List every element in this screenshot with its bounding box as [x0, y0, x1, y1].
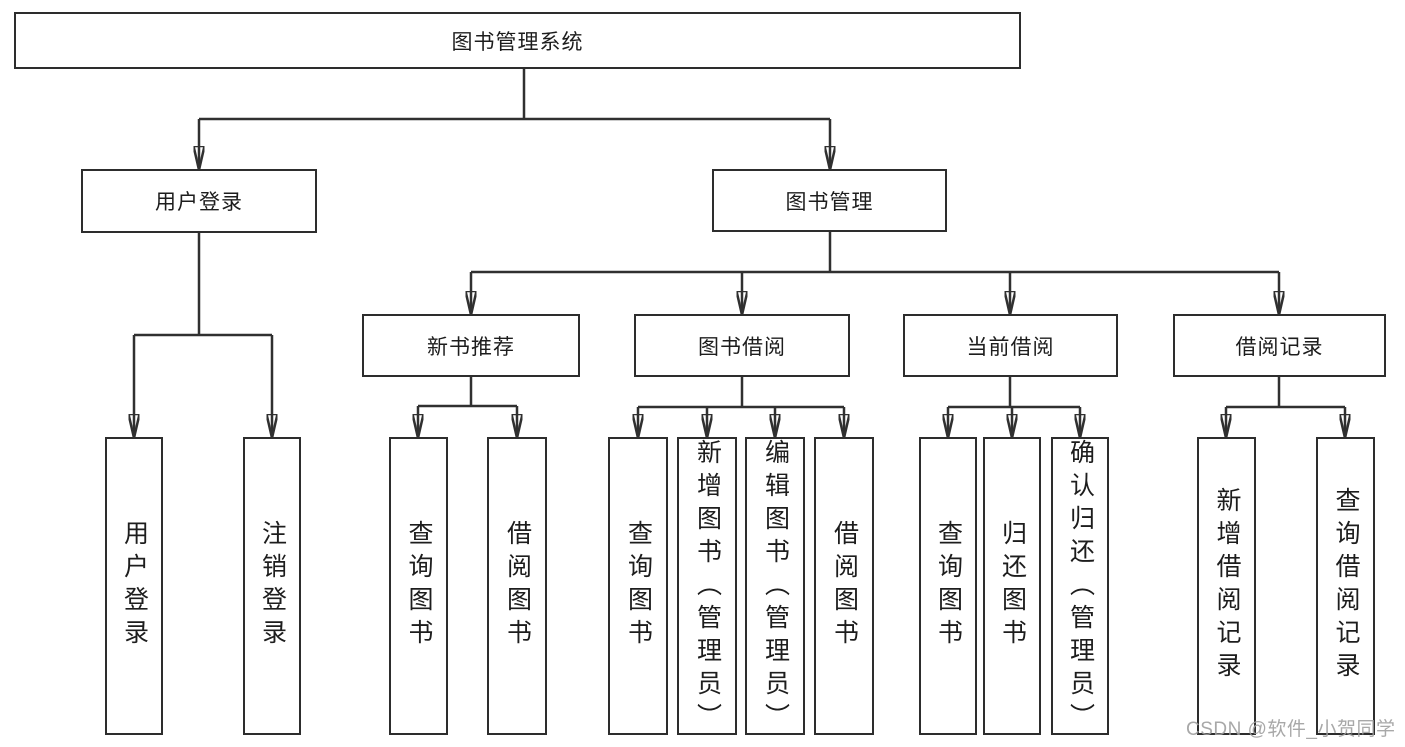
node-book-borrow: 图书借阅	[634, 314, 850, 377]
leaf-query-books: 查询图书	[919, 437, 977, 735]
leaf-add-books-admin: 新增图书（管理员）	[677, 437, 737, 736]
connector-bookmgmt-to-level3	[471, 232, 1279, 314]
connector-bookborrow-to-leaves	[638, 377, 844, 437]
leaf-query-books: 查询图书	[389, 437, 448, 735]
connector-root-to-level2	[199, 69, 830, 169]
connector-borrowrecord-to-leaves	[1226, 377, 1345, 437]
connector-userlogin-to-leaves	[134, 233, 272, 437]
connector-currentborrow-to-leaves	[948, 377, 1080, 437]
node-book-management: 图书管理	[712, 169, 947, 232]
leaf-logout: 注销登录	[243, 437, 301, 735]
leaf-borrow-books: 借阅图书	[814, 437, 874, 735]
node-user-login: 用户登录	[81, 169, 317, 233]
leaf-add-borrow-record: 新增借阅记录	[1197, 437, 1256, 735]
leaf-query-borrow-record: 查询借阅记录	[1316, 437, 1375, 735]
leaf-user-login: 用户登录	[105, 437, 163, 735]
node-library-system: 图书管理系统	[14, 12, 1021, 69]
node-new-book-recommend: 新书推荐	[362, 314, 580, 377]
node-current-borrow: 当前借阅	[903, 314, 1118, 377]
node-borrow-record: 借阅记录	[1173, 314, 1386, 377]
leaf-return-books: 归还图书	[983, 437, 1041, 735]
watermark: CSDN @软件_小贺同学	[1186, 719, 1396, 740]
leaf-confirm-return-admin: 确认归还（管理员）	[1051, 437, 1109, 736]
leaf-edit-books-admin: 编辑图书（管理员）	[745, 437, 805, 736]
leaf-query-books: 查询图书	[608, 437, 668, 735]
leaf-borrow-books: 借阅图书	[487, 437, 547, 735]
connector-newbook-to-leaves	[418, 377, 517, 437]
